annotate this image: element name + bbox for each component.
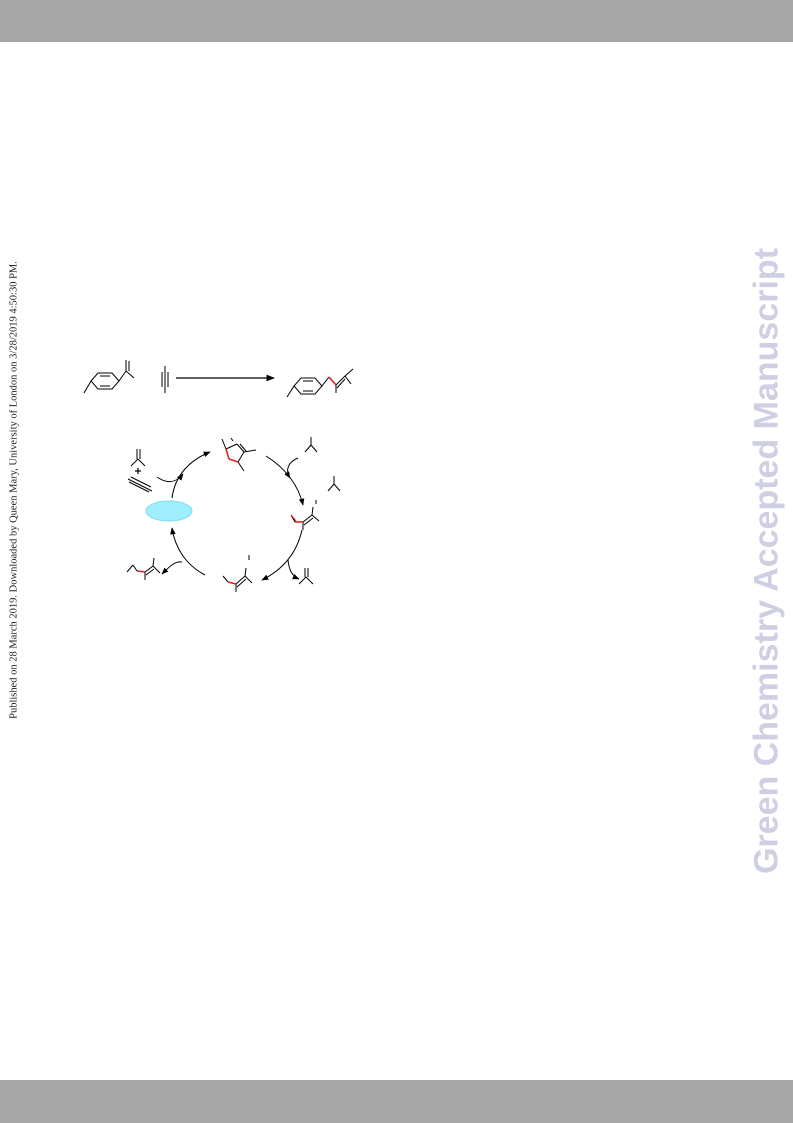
reactant-alkyne <box>161 366 169 393</box>
alkene-release-arrow <box>287 559 300 580</box>
reagent-alkyne <box>127 476 153 493</box>
alkene-in <box>304 437 318 453</box>
diene-intermediate-bottom <box>222 555 253 592</box>
alkene-entry-arrow <box>284 457 299 479</box>
cycle-arc-top-left <box>171 451 211 499</box>
diene-product-left <box>126 557 161 580</box>
header-bar <box>0 0 793 42</box>
diene-new-bond-left <box>136 570 146 573</box>
metallacycle-new-bond-2 <box>228 458 239 463</box>
cycle-arc-bottom-left <box>170 527 206 576</box>
diene-new-bond-bottom <box>227 581 237 585</box>
reactant-aryl-alkene <box>83 360 135 394</box>
product-release-arrow <box>161 561 183 575</box>
plus-sign <box>135 468 141 474</box>
alkene-out <box>298 568 314 585</box>
footer-bar <box>0 1080 793 1123</box>
diene-new-bond-right-2 <box>290 514 297 522</box>
metallacycle-intermediate <box>221 437 257 472</box>
cycle-arc-bottom-right <box>261 529 303 581</box>
product-diene <box>286 368 354 398</box>
substrate-entry-arrow <box>156 473 184 482</box>
catalyst-ellipse <box>145 500 193 522</box>
new-c-c-bond <box>328 376 337 386</box>
diene-intermediate-right <box>290 506 320 530</box>
cycle-arc-top-right <box>265 455 305 506</box>
metallacycle-new-bond <box>225 448 230 460</box>
reagent-alkene <box>130 449 146 467</box>
alkene-coordinated <box>315 476 341 504</box>
